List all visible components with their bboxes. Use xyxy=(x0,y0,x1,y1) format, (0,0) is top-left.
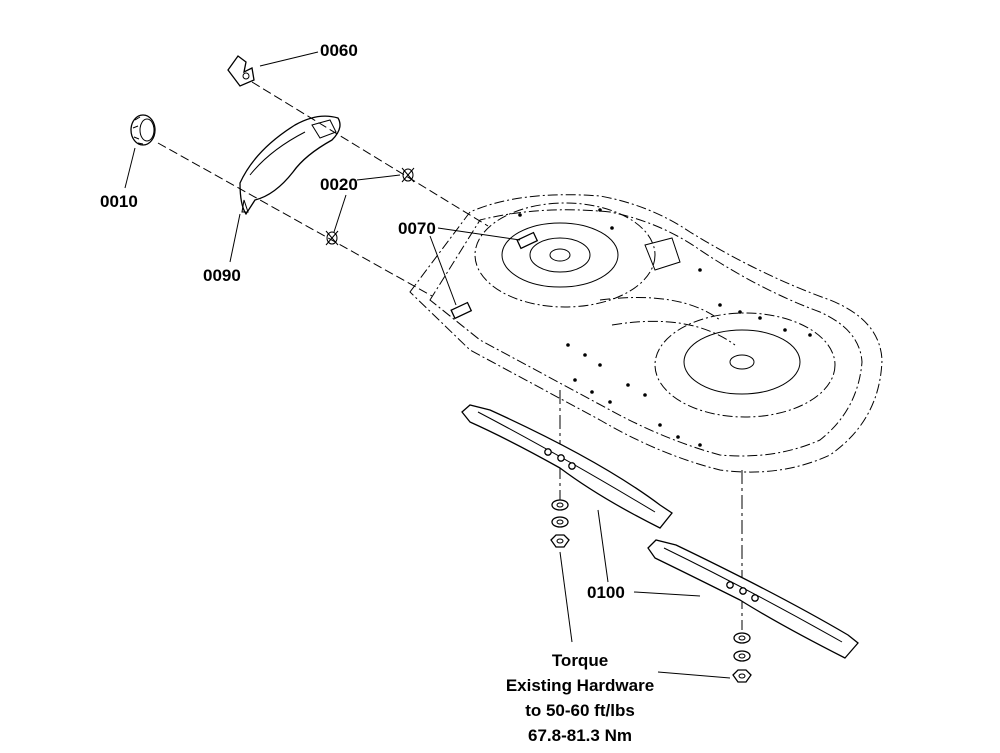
torque-line-4: 67.8-81.3 Nm xyxy=(528,726,632,745)
knob-0010 xyxy=(130,114,156,146)
clip-0060 xyxy=(227,55,255,87)
mower-blade-right xyxy=(647,539,859,659)
label-0070: 0070 xyxy=(398,219,436,238)
hardware-stack-left xyxy=(550,499,570,548)
mower-deck xyxy=(409,194,883,473)
mower-blade-left xyxy=(461,404,673,529)
label-0060: 0060 xyxy=(320,41,358,60)
washer-0020-lower xyxy=(325,230,339,246)
torque-line-2: Existing Hardware xyxy=(506,676,654,695)
label-0020: 0020 xyxy=(320,175,358,194)
discharge-chute xyxy=(239,115,341,216)
bolt-0070-lower xyxy=(450,301,473,320)
label-0090: 0090 xyxy=(203,266,241,285)
hardware-stack-right xyxy=(732,632,752,683)
torque-line-1: Torque xyxy=(552,651,608,670)
bolt-0070-upper xyxy=(516,231,539,250)
deck-holes xyxy=(518,208,812,447)
torque-line-3: to 50-60 ft/lbs xyxy=(525,701,635,720)
torque-note: Torque Existing Hardware to 50-60 ft/lbs… xyxy=(506,651,654,745)
label-0100: 0100 xyxy=(587,583,625,602)
label-0010: 0010 xyxy=(100,192,138,211)
